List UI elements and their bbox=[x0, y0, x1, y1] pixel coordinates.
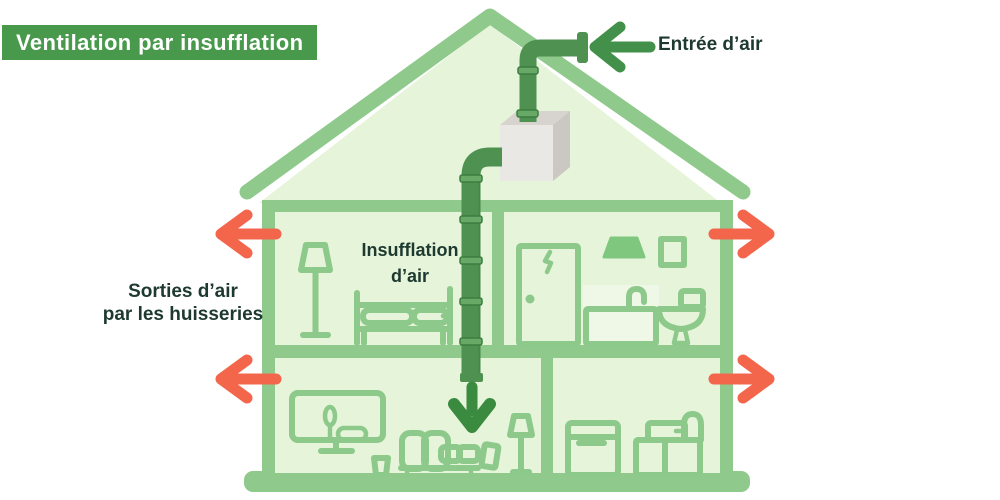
intake-pipe bbox=[516, 32, 588, 122]
ceiling-lamp-icon bbox=[602, 236, 646, 259]
fridge-icon bbox=[565, 420, 621, 478]
supply-duct bbox=[459, 147, 502, 382]
ground-slab bbox=[244, 471, 750, 492]
picture-frame-icon bbox=[658, 236, 687, 268]
mid-floor-band bbox=[262, 345, 733, 358]
tv-icon bbox=[289, 390, 386, 454]
ceiling-band bbox=[262, 200, 733, 212]
kitchen-faucet-icon bbox=[681, 411, 704, 443]
interior-wall-lower bbox=[541, 358, 553, 473]
faucet-icon bbox=[626, 286, 647, 312]
page-title: Ventilation par insufflation bbox=[2, 25, 318, 60]
toilet-icon bbox=[656, 288, 706, 346]
air-entry-label: Entrée d’air bbox=[658, 34, 763, 55]
insufflation-label-line1: Insufflation bbox=[361, 240, 459, 260]
couch-icon bbox=[398, 430, 481, 479]
sink-icon bbox=[583, 285, 659, 347]
exhaust-arrow-top-left-icon bbox=[215, 209, 282, 259]
attic-interior bbox=[259, 24, 721, 203]
floor-lamp-icon bbox=[298, 242, 333, 338]
air-outlets-label: Sorties d’air par les huisseries bbox=[88, 280, 278, 326]
house-roof bbox=[239, 8, 751, 200]
insufflation-label: Insufflation d’air bbox=[340, 237, 480, 289]
air-entry-arrow-icon bbox=[589, 21, 656, 73]
interior-wall-upper bbox=[492, 212, 504, 345]
wall-right bbox=[720, 200, 733, 473]
exhaust-arrow-bottom-left-icon bbox=[215, 354, 282, 404]
exhaust-arrow-bottom-right-icon bbox=[708, 354, 775, 404]
bed-icon bbox=[354, 286, 453, 346]
wall-left bbox=[262, 200, 275, 473]
supply-down-arrow-icon bbox=[448, 381, 496, 433]
kitchen-counter-icon bbox=[633, 411, 704, 478]
exhaust-arrow-top-right-icon bbox=[708, 209, 775, 259]
leaning-frame-icon bbox=[478, 441, 502, 471]
door-icon bbox=[516, 243, 581, 347]
floor-lamp-small-icon bbox=[507, 413, 535, 475]
air-outlets-label-line1: Sorties d’air bbox=[128, 281, 238, 302]
air-outlets-label-line2: par les huisseries bbox=[102, 304, 264, 325]
vase-icon bbox=[371, 455, 391, 478]
insufflation-label-line2: d’air bbox=[390, 266, 429, 286]
